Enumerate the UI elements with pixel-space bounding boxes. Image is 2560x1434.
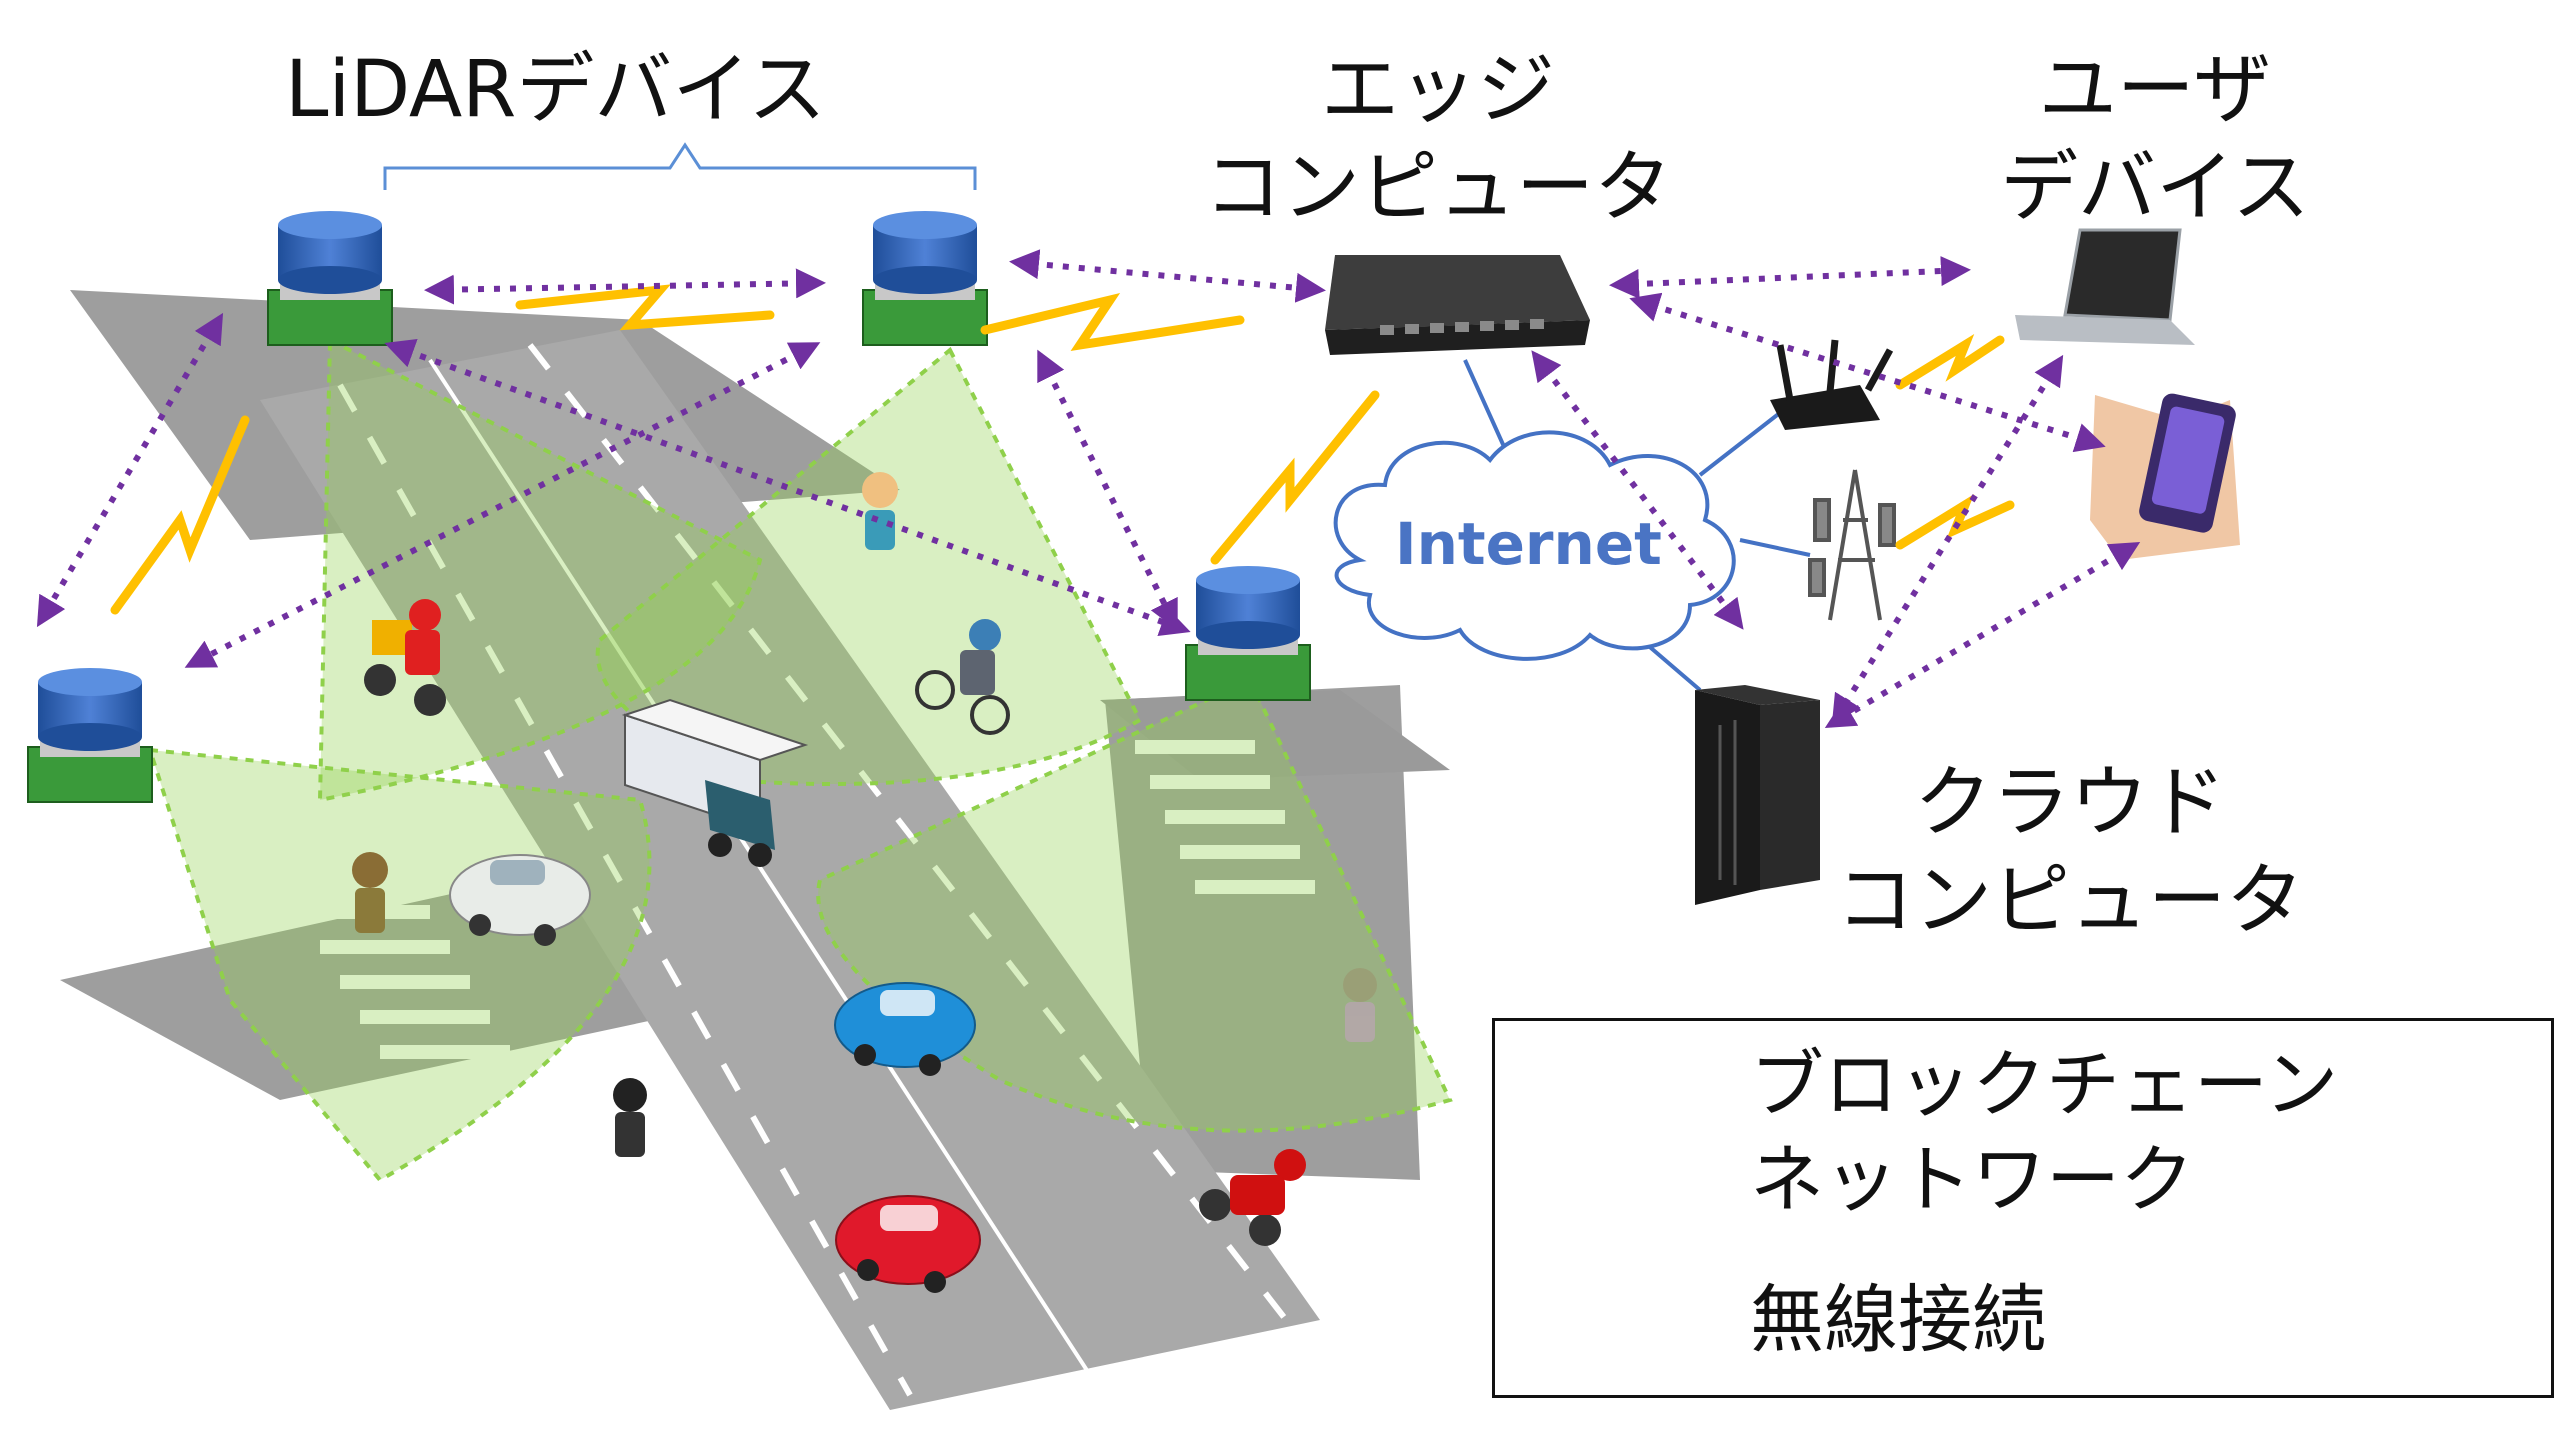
user-label-line2: デバイス bbox=[2000, 142, 2310, 233]
edge-switch-icon bbox=[1325, 255, 1590, 355]
wireless-router-icon bbox=[1770, 339, 1894, 430]
chain-lidar2-edge bbox=[1009, 249, 1326, 303]
chain-lidar1-lidar2 bbox=[424, 268, 826, 305]
user-device-label: ユーザ デバイス bbox=[1945, 42, 2365, 237]
cell-tower-icon bbox=[1808, 469, 1896, 621]
wireless-router-laptop bbox=[1895, 334, 2005, 390]
line-internet-tower bbox=[1739, 538, 1811, 557]
road-right-crossing bbox=[1105, 685, 1420, 1180]
crosswalk-right bbox=[1135, 740, 1315, 894]
line-edge-internet bbox=[1463, 359, 1512, 461]
chain-lidar2-lidar3 bbox=[1037, 349, 1178, 631]
cloud-computer-label: クラウド コンピュータ bbox=[1770, 755, 2370, 950]
chain-edge-laptop bbox=[1609, 256, 1971, 299]
cloud-server-icon bbox=[1695, 685, 1820, 905]
wireless-lidar2-edge bbox=[980, 292, 1245, 352]
laptop-icon bbox=[2015, 228, 2195, 345]
legend-box: ブロックチェーン ネットワーク 無線接続 bbox=[1492, 1018, 2554, 1398]
lidar-device-1 bbox=[267, 211, 393, 346]
chain-phone-cloud bbox=[1824, 541, 2141, 729]
chain-lidar2-lidar4 bbox=[184, 342, 821, 668]
lidar-group-bracket bbox=[383, 142, 977, 190]
blue-car-icon bbox=[834, 982, 976, 1076]
line-internet-router bbox=[1698, 403, 1792, 477]
red-car-icon bbox=[835, 1195, 981, 1293]
fov-lidar-3 bbox=[816, 677, 1453, 1133]
cloud-label-line1: クラウド bbox=[1913, 758, 2226, 848]
lidar-device-3 bbox=[1185, 566, 1311, 701]
lidar-device-2 bbox=[862, 211, 988, 346]
smartphone-icon bbox=[2090, 393, 2240, 560]
truck-icon bbox=[621, 698, 809, 867]
chain-lidar1-lidar4 bbox=[36, 312, 224, 628]
legend-wireless-label: 無線接続 bbox=[1750, 1277, 2046, 1363]
internet-label: Internet bbox=[1395, 510, 1662, 578]
lidar-device-4 bbox=[27, 668, 153, 803]
wireless-lidar3-edge bbox=[1210, 390, 1380, 565]
lidar-devices bbox=[27, 211, 1311, 803]
user-label-line1: ユーザ bbox=[2038, 45, 2272, 135]
edge-computer-label: エッジ コンピュータ bbox=[1178, 42, 1698, 237]
motorcycle-rider-icon bbox=[1199, 1149, 1306, 1246]
edge-label-line1: エッジ bbox=[1320, 45, 1555, 135]
white-car-icon bbox=[449, 854, 591, 946]
cloud-label-line2: コンピュータ bbox=[1835, 855, 2304, 946]
pedestrian-businessman-icon bbox=[613, 1078, 647, 1157]
pedestrian-faded-icon bbox=[1343, 968, 1377, 1042]
pedestrian-elder-icon bbox=[352, 852, 388, 933]
legend-blockchain-line2: ネットワーク bbox=[1750, 1137, 2194, 1223]
blockchain-links bbox=[36, 249, 2141, 729]
edge-label-line2: コンピュータ bbox=[1203, 142, 1672, 233]
road-right-crossing-upper bbox=[1100, 690, 1450, 780]
fov-lidar-4 bbox=[147, 747, 652, 1183]
lidar-label: LiDARデバイス bbox=[285, 45, 827, 135]
legend-blockchain-line1: ブロックチェーン bbox=[1750, 1042, 2339, 1128]
